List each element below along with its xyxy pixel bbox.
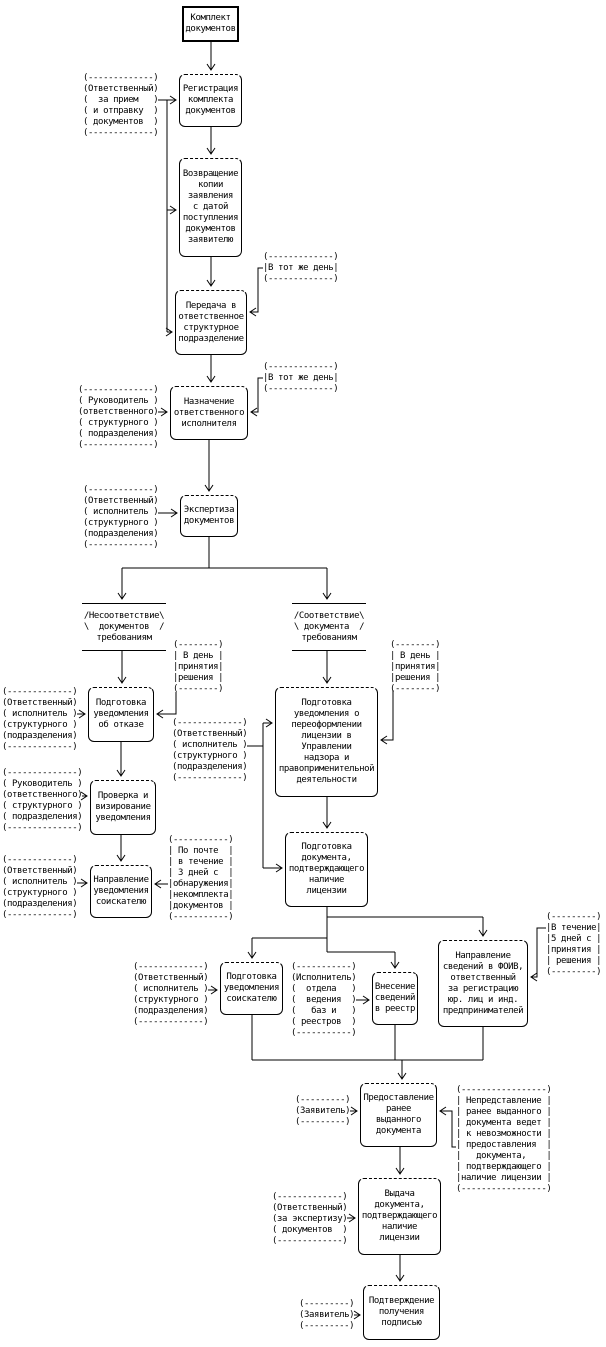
node-return-copy: Возвращение копии заявления с датой пост… xyxy=(179,158,242,257)
node-send-foiv-info: Направление сведений в ФОИВ, ответственн… xyxy=(438,940,528,1027)
annotation-nonsubmission-warning: (-----------------) | Непредставление | … xyxy=(456,1085,552,1194)
node-document-set: Комплект документов xyxy=(182,6,239,42)
node-check-visa: Проверка и визирование уведомления xyxy=(90,780,156,835)
annotation-responsible-intake: (-------------) (Ответственный) ( за при… xyxy=(83,73,159,138)
node-provide-previous-document: Предоставление ранее выданного документа xyxy=(360,1083,437,1147)
annotation-registry-staff: (-----------) (Исполнитель) ( отдела ) (… xyxy=(291,962,357,1038)
annotation-mail-3-days: (-----------) | По почте | | в течение |… xyxy=(168,835,234,922)
node-nonconformity: /Несоответствие\ \ документов / требован… xyxy=(82,603,166,651)
annotation-applicant-1: (---------) (Заявитель) (---------) xyxy=(295,1095,351,1127)
annotation-responsible-executor-3: (-------------) (Ответственный) ( исполн… xyxy=(2,855,78,920)
annotation-applicant-2: (---------) (Заявитель) (---------) xyxy=(299,1299,355,1331)
node-expertise: Экспертиза документов xyxy=(180,495,238,537)
annotation-expertise-responsible: (-------------) (Ответственный) (за эксп… xyxy=(272,1192,348,1246)
annotation-same-day-2: (-------------) |В тот же день| (-------… xyxy=(263,362,339,394)
node-prepare-refusal: Подготовка уведомления об отказе xyxy=(88,687,154,742)
node-transfer-department: Передача в ответственное структурное под… xyxy=(175,290,247,355)
node-registration: Регистрация комплекта документов xyxy=(179,74,242,127)
annotation-responsible-executor-2: (-------------) (Ответственный) ( исполн… xyxy=(2,687,78,752)
node-registry-entry: Внесение сведений в реестр xyxy=(372,972,418,1025)
node-issue-document: Выдача документа, подтверждающего наличи… xyxy=(358,1178,441,1255)
node-prepare-reissue-notice: Подготовка уведомления о переоформлении … xyxy=(275,687,378,797)
annotation-responsible-executor-5: (-------------) (Ответственный) ( исполн… xyxy=(133,962,209,1027)
annotation-responsible-executor-1: (-------------) (Ответственный) ( исполн… xyxy=(83,485,159,550)
annotation-decision-day-2: (--------) | В день | |принятия| |решени… xyxy=(390,640,441,694)
annotation-within-5-days: (---------) |В течение| |5 дней с | |при… xyxy=(546,912,602,977)
annotation-head-department-2: (--------------) ( Руководитель ) (ответ… xyxy=(2,768,83,833)
node-prepare-license-document: Подготовка документа, подтверждающего на… xyxy=(285,832,368,907)
node-confirm-signature: Подтверждение получения подписью xyxy=(363,1285,440,1340)
node-conformity: /Соответствие\ \ документа / требованиям xyxy=(292,603,366,651)
annotation-decision-day-1: (--------) | В день | |принятия| |решени… xyxy=(173,640,224,694)
annotation-head-department-1: (--------------) ( Руководитель ) (ответ… xyxy=(78,385,159,450)
node-applicant-notice: Подготовка уведомления соискателю xyxy=(220,962,283,1015)
annotation-responsible-executor-4: (-------------) (Ответственный) ( исполн… xyxy=(172,718,248,783)
annotation-same-day-1: (-------------) |В тот же день| (-------… xyxy=(263,252,339,284)
node-send-refusal-notice: Направление уведомления соискателю xyxy=(90,865,152,918)
node-assign-executor: Назначение ответственного исполнителя xyxy=(170,386,248,440)
